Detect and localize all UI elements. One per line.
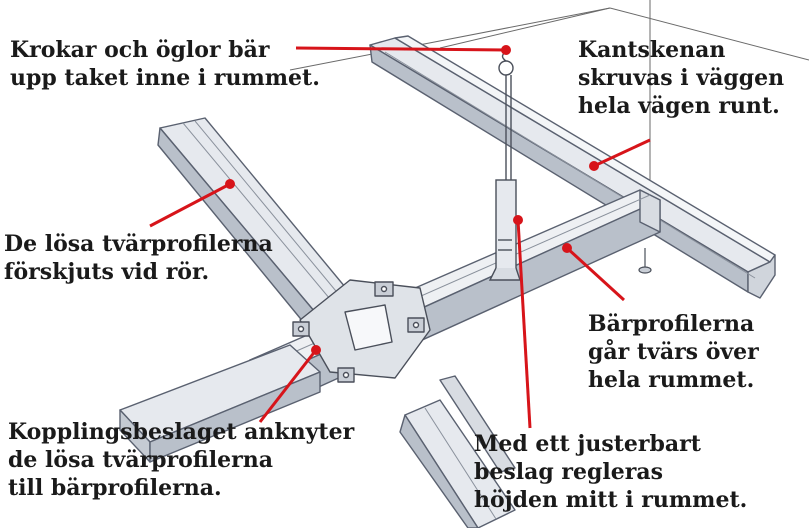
label-hooks-line-2: upp taket inne i rummet. [10, 65, 320, 91]
label-coupling: Kopplingsbeslaget anknyter de lösa tvärp… [8, 418, 354, 502]
ceiling-outline [289, 0, 809, 195]
label-loose-profiles: De lösa tvärprofilerna förskjuts vid rör… [4, 230, 273, 286]
label-main-profiles-line-2: går tvärs över [588, 339, 759, 365]
hanger-assembly [488, 51, 521, 281]
leader-adjuster [516, 219, 532, 429]
label-hooks: Krokar och öglor bär upp taket inne i ru… [10, 36, 320, 92]
leader-lines [149, 45, 651, 429]
edge-rail [369, 35, 776, 299]
leader-edge-rail-dot [589, 161, 599, 171]
label-adjuster-line-1: Med ett justerbart [474, 431, 701, 457]
label-hooks-line-1: Krokar och öglor bär [10, 37, 270, 63]
label-main-profiles-line-3: hela rummet. [588, 367, 755, 393]
leader-adjuster-dot [513, 215, 523, 225]
leader-main-profiles-dot [562, 243, 572, 253]
leader-coupling [258, 349, 318, 423]
cross-profile-end [399, 375, 516, 528]
cross-profile-lower [119, 344, 321, 463]
label-loose-profiles-line-1: De lösa tvärprofilerna [4, 231, 273, 257]
label-adjuster: Med ett justerbart beslag regleras höjde… [474, 430, 747, 514]
label-coupling-line-2: de lösa tvärprofilerna [8, 447, 273, 473]
label-coupling-line-1: Kopplingsbeslaget anknyter [8, 419, 355, 445]
label-edge-rail: Kantskenan skruvas i väggen hela vägen r… [578, 36, 784, 120]
label-edge-rail-line-3: hela vägen runt. [578, 93, 780, 119]
label-main-profiles-line-1: Bärprofilerna [588, 311, 755, 337]
label-coupling-line-3: till bärprofilerna. [8, 475, 222, 501]
label-loose-profiles-line-2: förskjuts vid rör. [4, 259, 210, 285]
leader-hooks [295, 46, 507, 52]
label-edge-rail-line-2: skruvas i väggen [578, 65, 785, 91]
leader-coupling-dot [311, 345, 321, 355]
label-main-profiles: Bärprofilerna går tvärs över hela rummet… [588, 310, 759, 394]
label-adjuster-line-3: höjden mitt i rummet. [474, 487, 748, 513]
label-adjuster-line-2: beslag regleras [474, 459, 663, 485]
leader-hooks-dot [501, 45, 511, 55]
leader-main-profiles [565, 246, 626, 302]
wall-screw [638, 248, 652, 274]
leader-loose-profiles [149, 182, 231, 228]
coupling-bracket [292, 279, 431, 383]
label-edge-rail-line-1: Kantskenan [578, 37, 726, 63]
leader-loose-profiles-dot [225, 179, 235, 189]
leader-edge-rail [593, 138, 651, 168]
